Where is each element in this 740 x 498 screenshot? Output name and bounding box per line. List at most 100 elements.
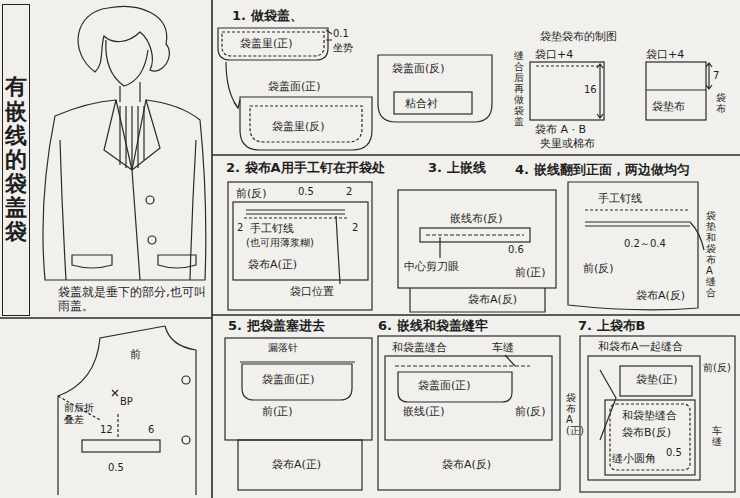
step-2-fabric	[246, 210, 345, 214]
bodice-pattern	[182, 436, 190, 444]
flap-pieces	[218, 28, 328, 60]
woman-figure	[120, 106, 144, 170]
pattern-draft	[646, 62, 706, 120]
step-2-fabric	[228, 182, 372, 310]
woman-figure	[132, 170, 140, 280]
part-label: 前(反)	[583, 262, 614, 275]
part-label: 嵌线布(反)	[450, 212, 503, 225]
step-4-fabric	[585, 222, 690, 226]
part-label: 袋口+4	[646, 48, 684, 61]
step-4-fabric	[690, 222, 704, 250]
part-label: 袋布A(反)	[442, 458, 491, 471]
woman-figure	[43, 7, 206, 281]
step-7-fabric	[588, 356, 700, 480]
part-label: 0.2～0.4	[624, 238, 666, 250]
part-label: 前(反)	[236, 187, 267, 200]
step-heading: 4. 嵌线翻到正面，两边做均匀	[515, 162, 690, 178]
step-4-fabric	[568, 182, 704, 310]
part-label: 0.5	[108, 462, 124, 474]
step-3-fabric	[420, 228, 530, 242]
part-label: 12	[100, 424, 113, 436]
part-label: 嵌线(正)	[403, 405, 445, 418]
bodice-pattern	[165, 326, 196, 495]
vertical-label: 缝合后再做袋盖	[514, 50, 524, 127]
vertical-label: 袋布A(正)	[566, 392, 576, 436]
step-heading: 1. 做袋盖、	[232, 8, 303, 24]
part-label: 手工钉线	[598, 192, 642, 205]
step-7-fabric	[580, 336, 735, 492]
part-label: 袋口+4	[535, 48, 573, 61]
part-label: 前(正)	[515, 266, 546, 279]
panel-divider	[212, 314, 740, 316]
title-text: 有嵌线的袋盖袋	[5, 75, 27, 244]
bodice-pattern	[182, 376, 190, 384]
part-label: 袋布A(反)	[468, 293, 517, 306]
woman-figure	[104, 100, 160, 170]
woman-figure	[158, 255, 196, 268]
step-7-fabric	[605, 400, 695, 475]
step-2-fabric	[336, 216, 340, 284]
step-3-fabric	[426, 234, 524, 235]
part-label: 2	[352, 222, 358, 234]
part-label: BP	[120, 396, 133, 408]
part-label: 坐势	[333, 42, 353, 54]
bodice-pattern	[58, 326, 196, 495]
part-label: 前	[130, 348, 141, 361]
flap-pieces	[378, 55, 492, 122]
step-heading: 2. 袋布A用手工钉在开袋处	[226, 160, 385, 176]
part-label: 前(反)	[703, 362, 731, 374]
part-label: 中心剪刀眼	[404, 260, 459, 273]
vertical-label: 袋布	[716, 92, 726, 114]
step-2-fabric	[228, 182, 372, 310]
part-label: 和袋盖缝合	[392, 341, 447, 354]
pattern-draft	[530, 62, 604, 120]
step-6-fabric	[378, 336, 560, 490]
flap-pieces	[250, 106, 362, 142]
part-label: 袋盖面(正)	[262, 373, 315, 386]
step-5-fabric	[240, 361, 355, 362]
step-5-fabric	[242, 364, 352, 400]
step-3-fabric	[439, 237, 440, 258]
woman-figure	[148, 236, 156, 244]
step-5-fabric	[225, 338, 372, 440]
step-7-fabric	[620, 366, 692, 396]
bodice-pattern	[112, 390, 118, 396]
part-label: (也可用薄浆糊)	[246, 237, 314, 249]
step-3-fabric	[410, 288, 545, 312]
vertical-label: 车缝	[712, 425, 722, 447]
part-label: 0.6	[508, 244, 524, 256]
step-6-fabric	[395, 365, 530, 366]
pattern-draft	[646, 89, 706, 90]
part-label: 袋盖面(正)	[268, 80, 321, 93]
part-label: 16	[584, 84, 597, 96]
part-label: 6	[148, 424, 154, 436]
part-label: 缝小圆角	[612, 452, 656, 465]
step-5-fabric	[238, 440, 362, 490]
step-heading: 7. 上袋布B	[578, 318, 645, 334]
part-label: 袋盖里(正)	[240, 37, 293, 50]
part-label: 袋布 A · B	[535, 123, 586, 136]
part-label: 手工钉线	[250, 222, 294, 235]
bodice-pattern	[82, 440, 160, 452]
part-label: 前(正)	[262, 405, 293, 418]
flap-pieces	[240, 97, 372, 150]
step-6-fabric	[385, 356, 552, 440]
step-4-fabric	[568, 182, 698, 310]
part-label: 袋布A(正)	[248, 258, 297, 271]
part-label: 袋垫(正)	[636, 373, 678, 386]
part-label: 袋盖面(反)	[392, 62, 445, 75]
step-2-fabric	[233, 202, 368, 280]
part-label: 2	[346, 186, 352, 198]
step-2-fabric	[244, 217, 348, 218]
pattern-draft	[536, 65, 598, 66]
part-label: 前(反)	[515, 405, 546, 418]
woman-figure	[60, 140, 196, 280]
step-6-fabric	[505, 355, 515, 366]
bodice-pattern	[117, 414, 118, 438]
part-label: 袋盖面(正)	[418, 379, 471, 392]
woman-figure	[120, 82, 140, 102]
flap-pieces	[394, 92, 472, 114]
title-box: 有嵌线的袋盖袋	[2, 4, 30, 316]
part-label: 2	[237, 222, 243, 234]
